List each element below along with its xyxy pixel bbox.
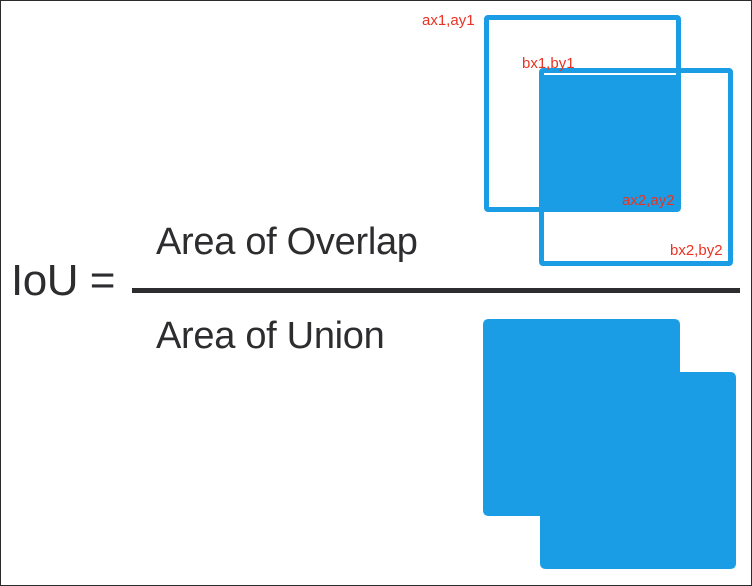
overlap-illustration: ax1,ay1 bx1,by1 ax2,ay2 bx2,by2 xyxy=(1,1,751,291)
label-ax2-ay2: ax2,ay2 xyxy=(622,192,675,209)
label-bx2-by2: bx2,by2 xyxy=(670,242,723,259)
label-bx1-by1: bx1,by1 xyxy=(522,55,575,72)
formula-denominator: Area of Union xyxy=(156,315,385,357)
formula-numerator: Area of Overlap xyxy=(156,221,418,263)
box-b-outline xyxy=(539,68,733,266)
formula-left-hand-side: IoU = xyxy=(11,256,115,305)
intersection-fill xyxy=(541,75,679,211)
label-ax1-ay1: ax1,ay1 xyxy=(422,12,475,29)
union-fill xyxy=(483,319,736,569)
fraction-bar xyxy=(132,288,740,293)
